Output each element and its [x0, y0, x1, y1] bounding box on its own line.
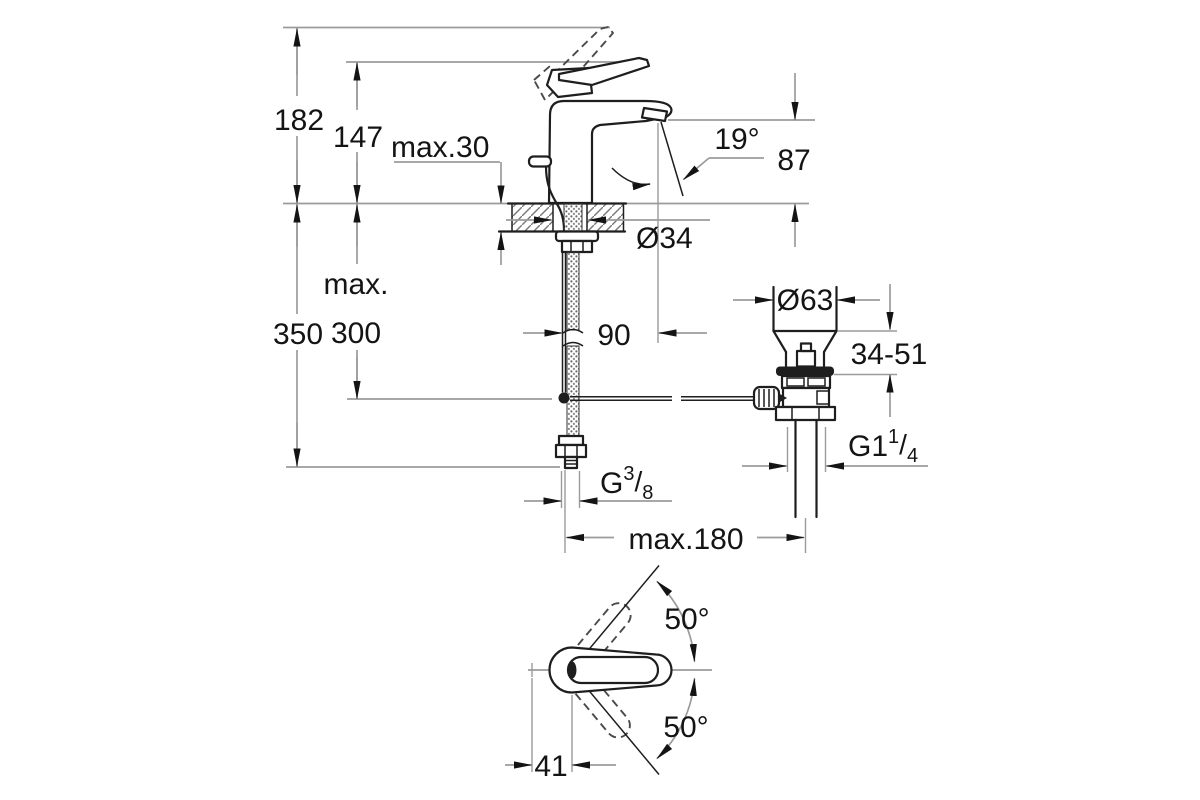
stream-arc-arrow — [611, 167, 651, 191]
label-hose-max-value: 300 — [331, 317, 381, 350]
label-swing-down: 50° — [663, 711, 708, 744]
stream-angle — [611, 121, 710, 197]
label-hose-max-word: max. — [323, 268, 388, 301]
label-waste-flange-diameter: Ø63 — [777, 284, 834, 317]
label-rod-span: max.180 — [628, 523, 743, 556]
waste-flange — [776, 366, 834, 376]
pull-rod-knob — [527, 155, 553, 168]
supply-hose-assembly — [554, 203, 755, 470]
rod-ball-joint — [558, 392, 570, 404]
supply-thread-tube — [563, 455, 579, 470]
label-hose-length: 350 — [273, 318, 323, 351]
hose-connector-nut — [554, 443, 588, 459]
mounting-nut — [560, 239, 594, 254]
label-deck-thickness: max.30 — [391, 131, 489, 164]
faucet-body — [527, 56, 673, 232]
label-handle-center-offset: 41 — [534, 750, 567, 783]
angle-leader — [682, 157, 710, 181]
pull-rod-upper — [544, 165, 566, 232]
handle-lever — [557, 56, 651, 87]
plug-stem — [795, 349, 817, 368]
label-waste-thread: G11/4 — [848, 426, 918, 467]
hose-break-mark — [562, 341, 584, 347]
tailpiece-nut — [774, 405, 837, 422]
dimension-arrows — [293, 28, 928, 542]
aerator — [640, 106, 669, 123]
rod-clamp-knob — [752, 385, 781, 411]
handle-plan-inner — [566, 655, 660, 685]
label-spout-height: 87 — [777, 144, 810, 177]
label-height-handle: 147 — [333, 121, 383, 154]
horseshoe-washer — [554, 230, 600, 243]
threaded-shank — [563, 203, 583, 232]
label-patches — [268, 96, 391, 350]
label-supply-thread: G3/8 — [600, 463, 653, 504]
flex-hose-upper — [566, 251, 580, 331]
hose-break-mark — [562, 328, 584, 334]
handle-ghost-up — [565, 602, 632, 676]
label-stream-angle: 19° — [714, 123, 759, 156]
flex-hose-lower — [566, 345, 580, 437]
hose-connector-collar — [557, 434, 585, 447]
deck-hatch-left — [512, 204, 553, 231]
faucet-spout-body — [547, 99, 673, 205]
label-hole-diameter: Ø34 — [636, 222, 693, 255]
stream-line — [660, 121, 684, 197]
top-view: 50° 50° 41 — [505, 565, 712, 783]
label-clamp-range: 34-51 — [851, 338, 928, 371]
main-view: 182 147 max.30 19° 87 Ø34 max. 300 350 9… — [268, 26, 928, 556]
dimension-labels: 182 147 max.30 19° 87 Ø34 max. 300 350 9… — [273, 104, 927, 556]
swing-line-down — [580, 681, 660, 775]
pop-up-waste — [752, 285, 838, 519]
swing-arc-up — [656, 580, 697, 663]
swing-arc-down — [656, 677, 697, 760]
deck-hatch-right — [587, 204, 624, 231]
label-swing-up: 50° — [664, 603, 709, 636]
label-spout-reach: 90 — [597, 319, 630, 352]
lever-slot — [567, 661, 577, 679]
label-height-overall: 182 — [274, 104, 324, 137]
swing-line-up — [580, 565, 660, 659]
